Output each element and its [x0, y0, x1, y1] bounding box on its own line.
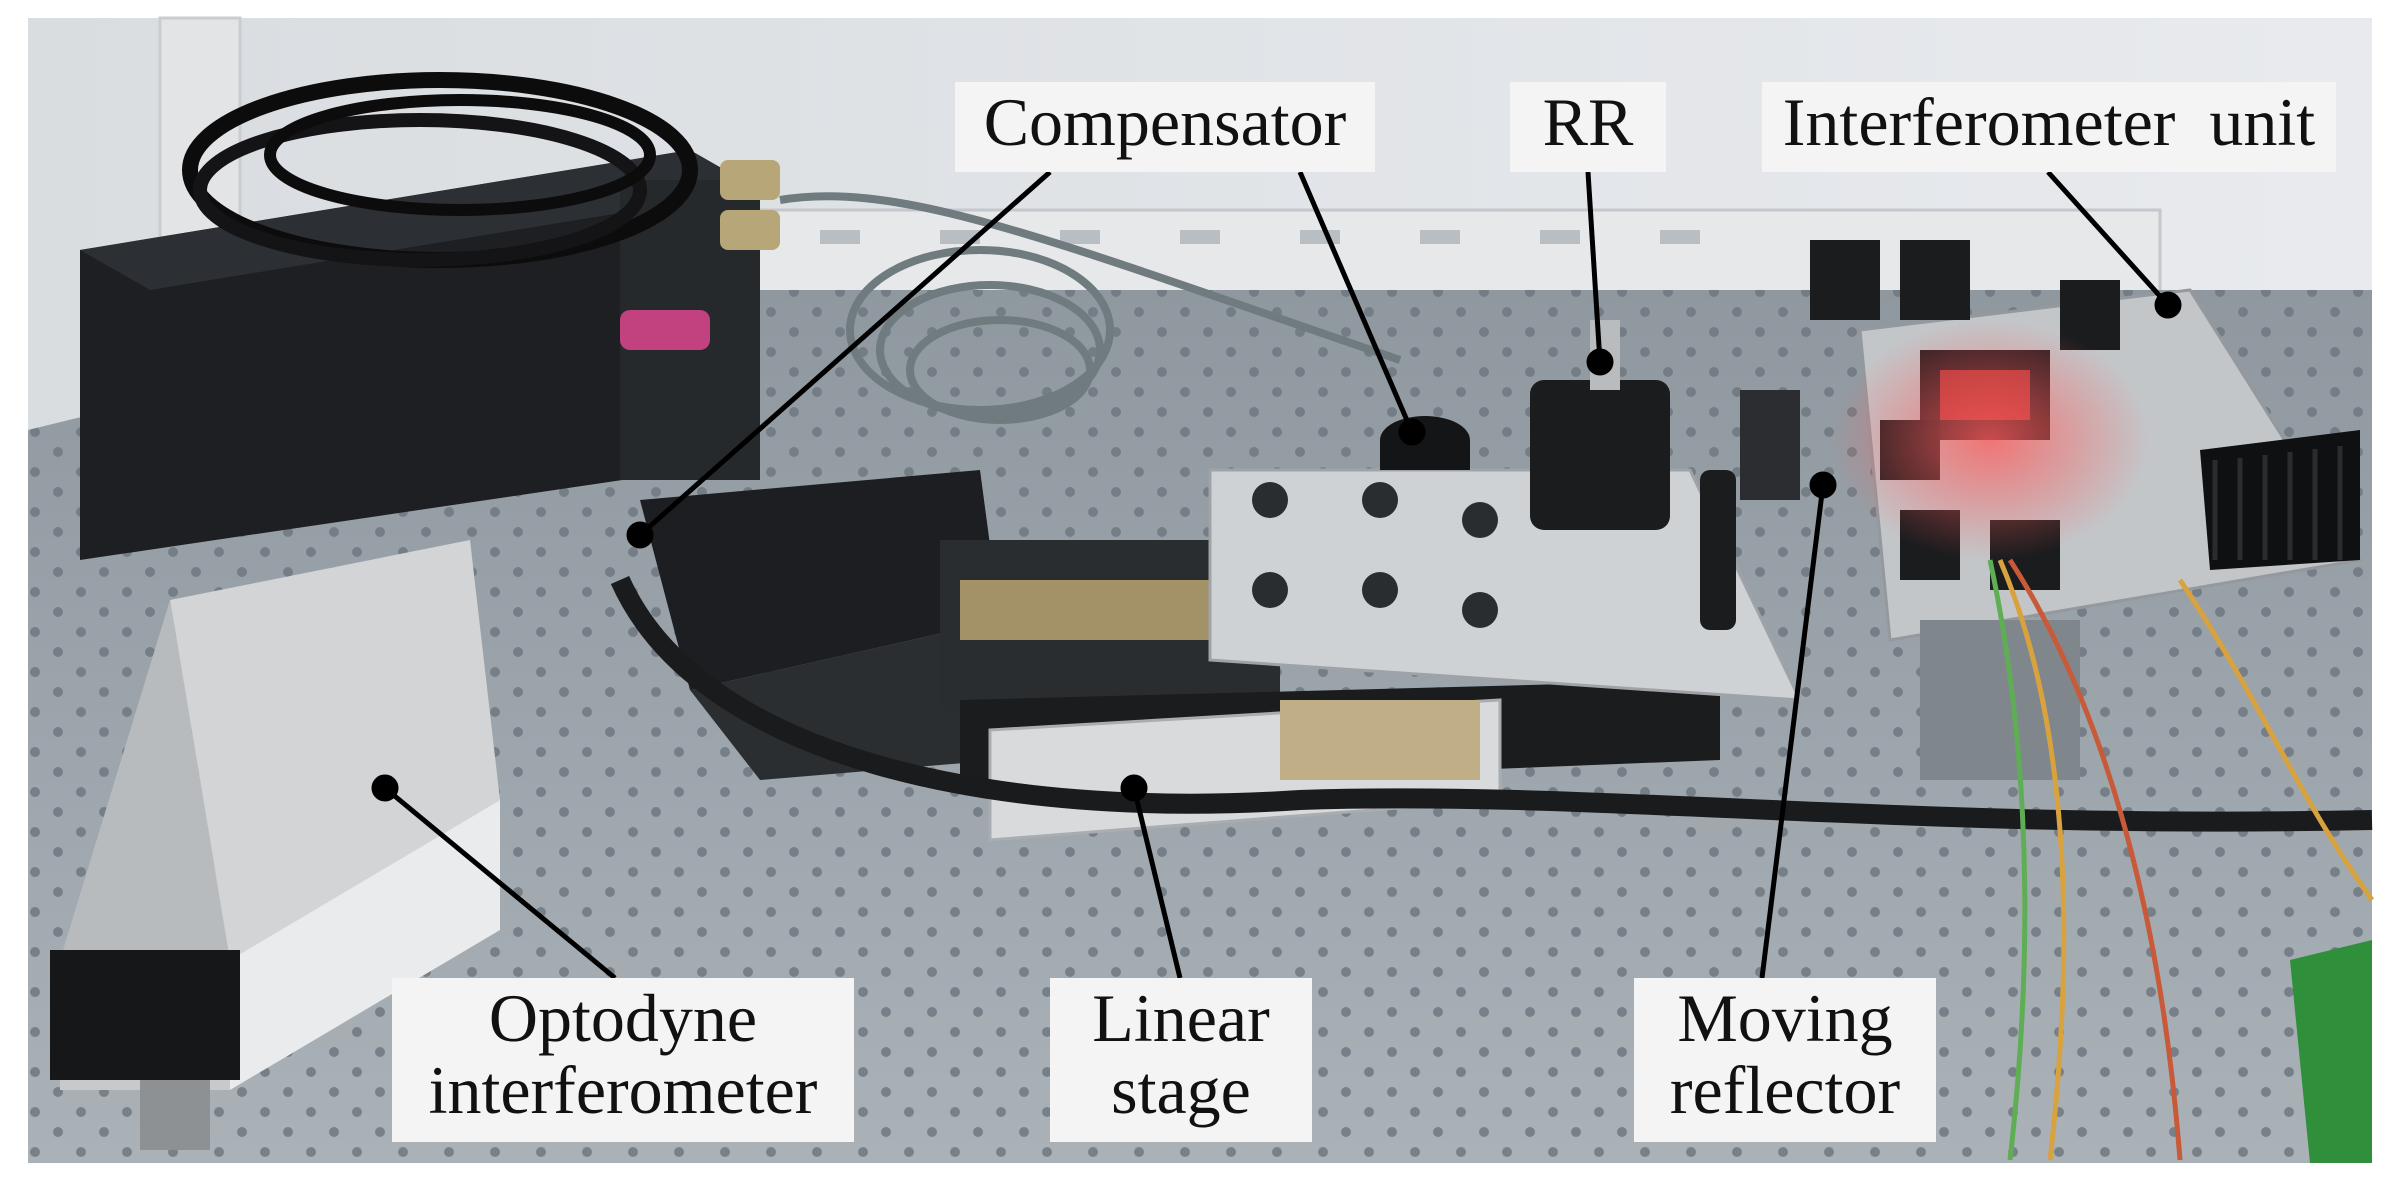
label-linear-line2: stage	[1111, 1052, 1251, 1128]
label-moving-line1: Moving	[1677, 980, 1893, 1056]
interferometer-unit	[1810, 240, 2375, 1163]
label-linear-line1: Linear	[1092, 980, 1270, 1056]
label-compensator-text: Compensator	[983, 84, 1347, 160]
label-rr: RR	[1510, 82, 1666, 172]
label-moving-reflector: Moving reflector	[1634, 978, 1936, 1142]
linear-stage-assembly	[610, 320, 2373, 842]
optodyne-housing	[50, 540, 500, 1150]
label-interferometer-unit: Interferometer unit	[1762, 82, 2336, 172]
leader-lines	[371, 170, 2182, 980]
label-interferometer-unit-text: Interferometer unit	[1782, 84, 2316, 160]
label-optodyne-interferometer: Optodyne interferometer	[392, 978, 854, 1142]
label-compensator: Compensator	[955, 82, 1375, 172]
label-rr-text: RR	[1542, 84, 1634, 160]
label-optodyne-line1: Optodyne	[488, 980, 758, 1056]
label-linear-stage: Linear stage	[1050, 978, 1312, 1142]
label-optodyne-line2: interferometer	[428, 1052, 818, 1128]
label-moving-line2: reflector	[1669, 1052, 1901, 1128]
gray-cable-coil	[779, 192, 1402, 424]
controller-box	[80, 72, 780, 560]
